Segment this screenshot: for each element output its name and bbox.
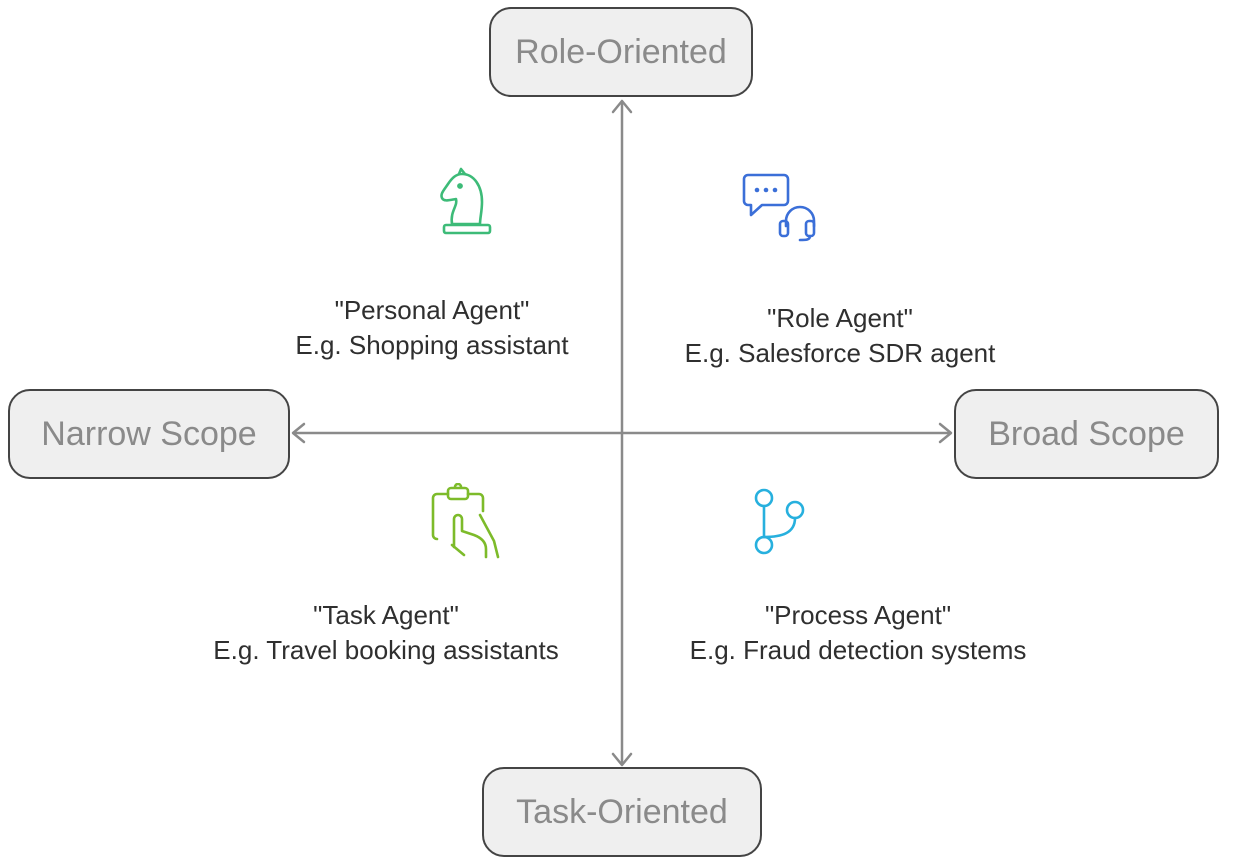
broad-scope-label: Broad Scope [954,389,1219,479]
arrowhead-down [611,752,633,767]
task-agent-example: E.g. Travel booking assistants [213,635,559,665]
personal-agent-title: "Personal Agent" [334,295,530,325]
arrowhead-left [291,422,306,444]
personal-agent-block: "Personal Agent" E.g. Shopping assistant [232,293,632,363]
task-oriented-label: Task-Oriented [482,767,762,857]
arrowhead-up [611,99,633,114]
role-agent-block: "Role Agent" E.g. Salesforce SDR agent [640,301,1040,371]
process-agent-block: "Process Agent" E.g. Fraud detection sys… [658,598,1058,668]
narrow-scope-label: Narrow Scope [8,389,290,479]
process-agent-title: "Process Agent" [764,600,952,630]
arrowhead-right [938,422,953,444]
chat-headset-icon [742,173,816,242]
process-agent-example: E.g. Fraud detection systems [689,635,1027,665]
role-agent-example: E.g. Salesforce SDR agent [684,338,996,368]
personal-agent-example: E.g. Shopping assistant [295,330,569,360]
chess-knight-icon [440,167,492,235]
role-agent-title: "Role Agent" [767,303,913,333]
task-agent-block: "Task Agent" E.g. Travel booking assista… [186,598,586,668]
git-branch-icon [754,488,805,555]
clipboard-hand-icon [431,483,500,559]
role-oriented-label: Role-Oriented [489,7,753,97]
task-agent-title: "Task Agent" [313,600,459,630]
